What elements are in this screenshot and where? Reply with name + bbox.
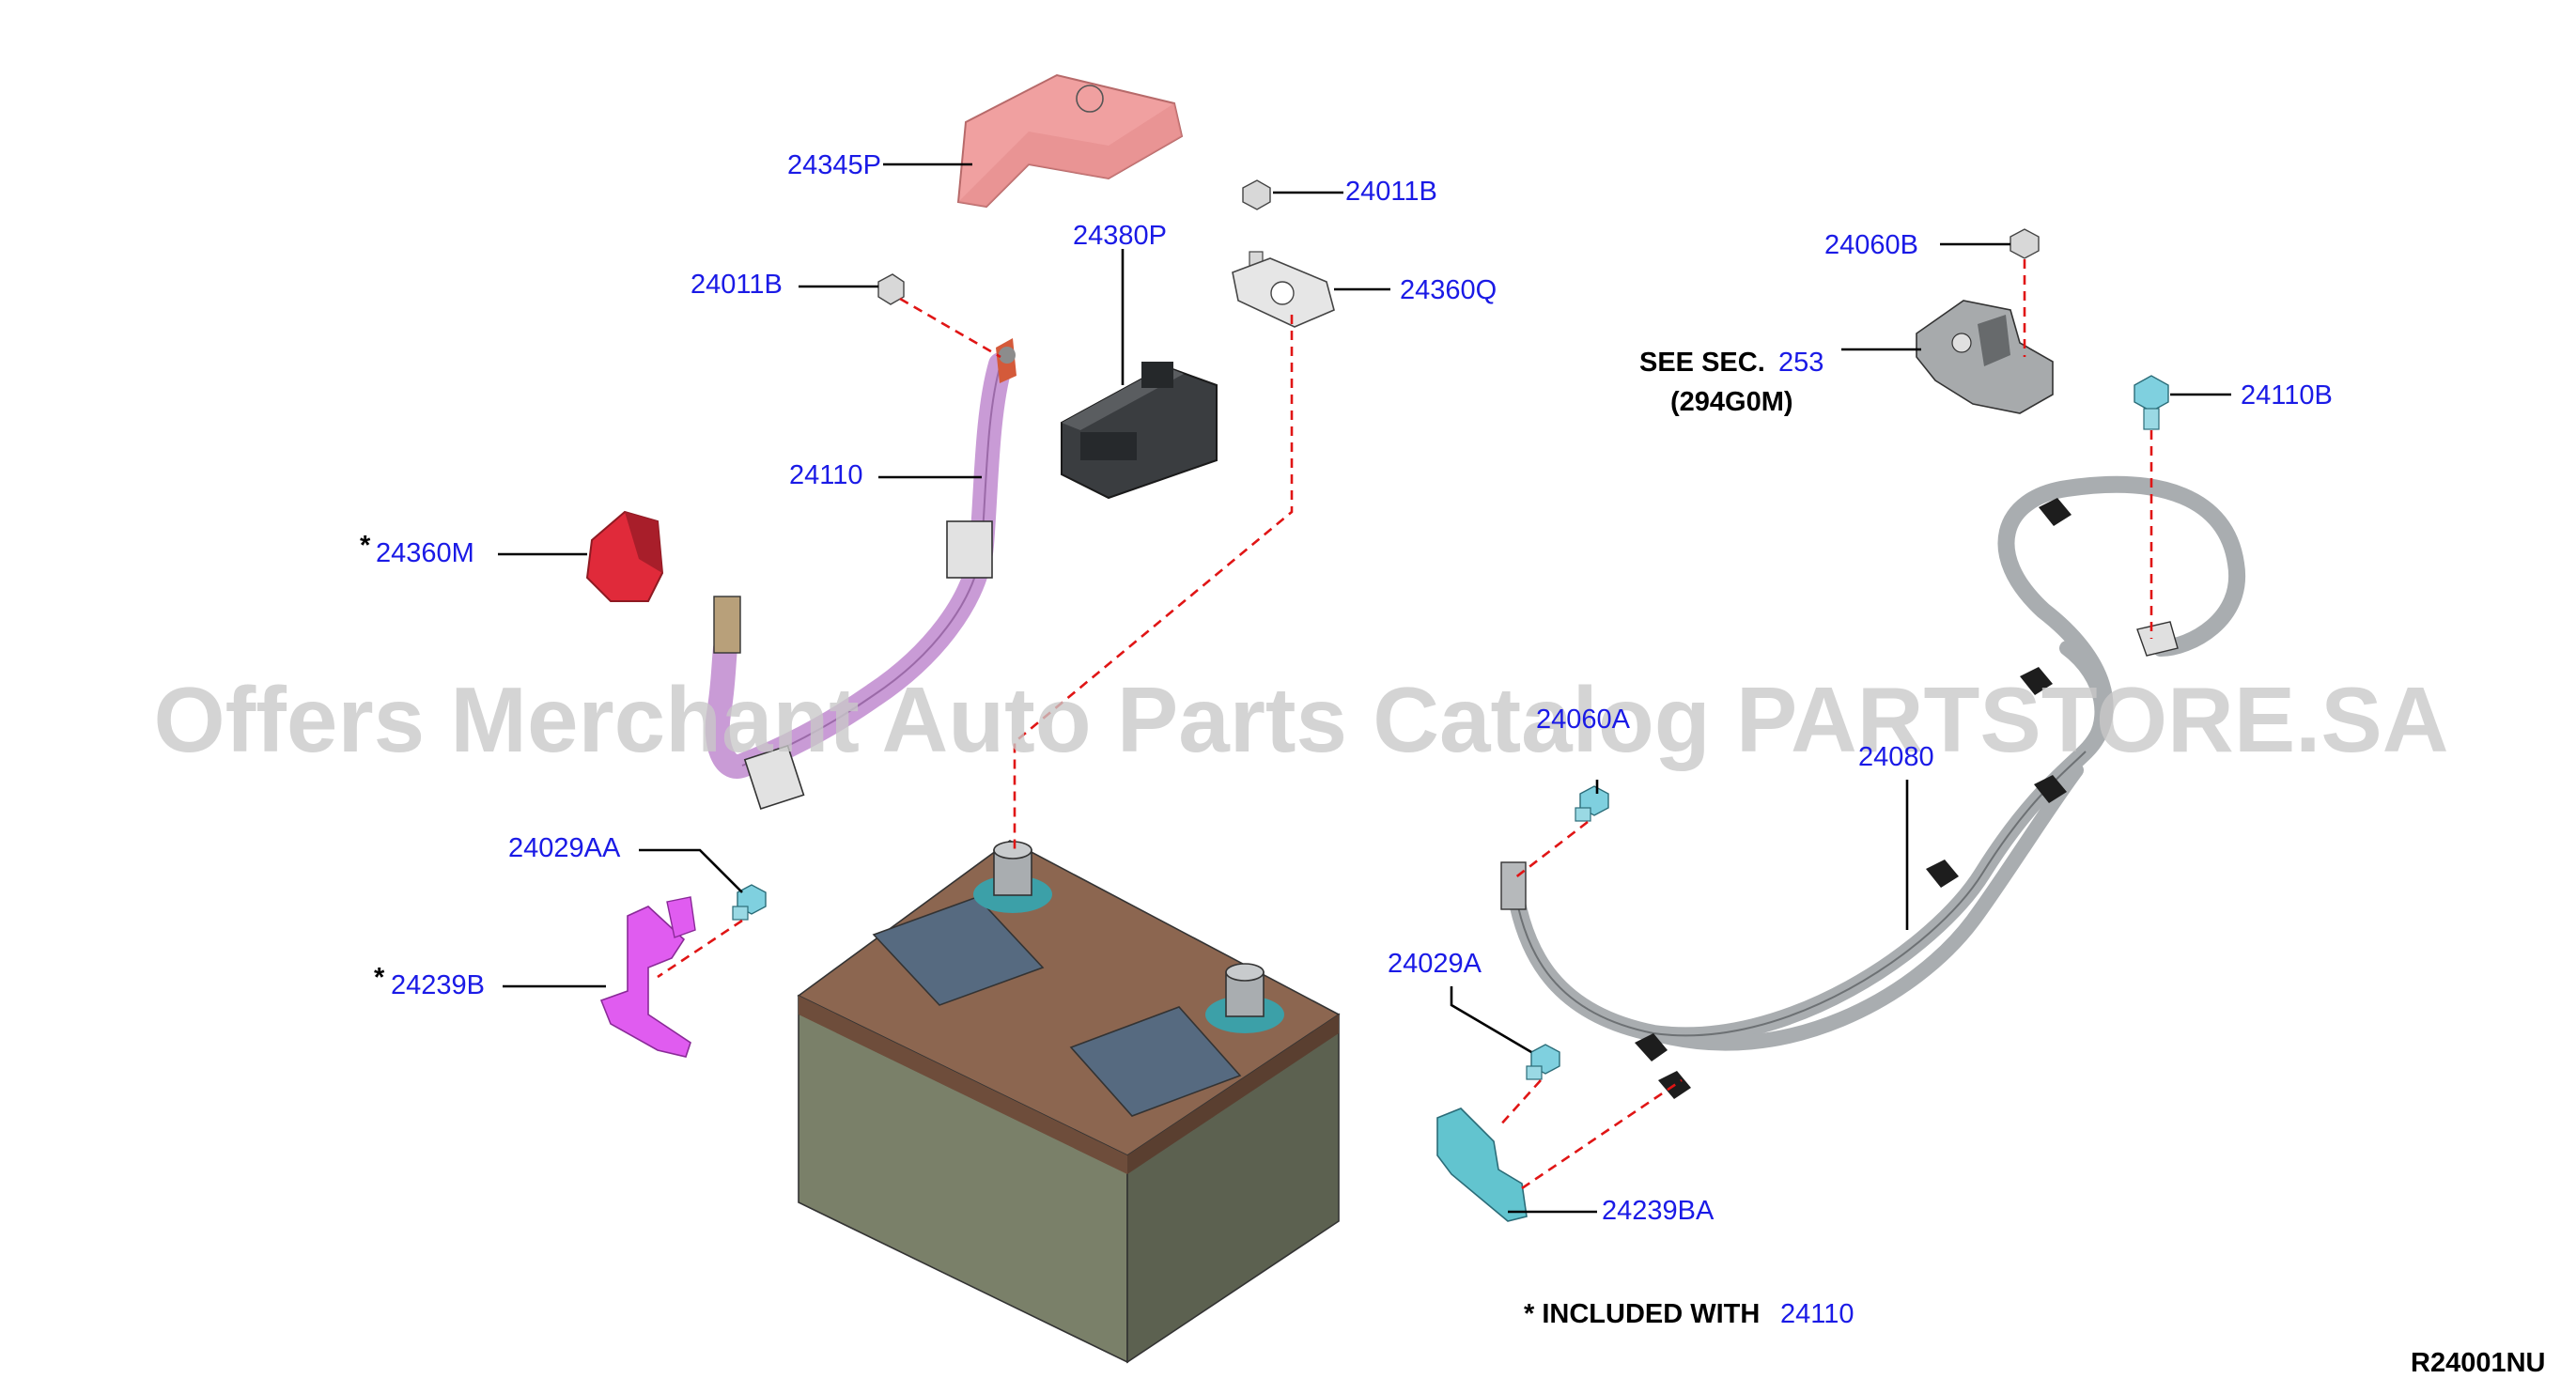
fuse-block[interactable] <box>1061 362 1218 500</box>
battery-sensor[interactable] <box>1916 300 2054 414</box>
bolt-24110B[interactable] <box>2134 375 2169 430</box>
terminal-cover[interactable] <box>956 73 1184 209</box>
callout-leaders <box>498 163 2231 1214</box>
terminal-24360Q[interactable] <box>1232 257 1335 328</box>
callout-24380P[interactable]: 24380P <box>1073 221 1167 251</box>
bolt-24029A[interactable] <box>1526 1044 1560 1080</box>
watermark: Offers Merchant Auto Parts Catalog PARTS… <box>153 668 2448 771</box>
nut-24011B-top[interactable] <box>1242 179 1271 271</box>
callout-section-253[interactable]: 253 <box>1778 348 1823 378</box>
ground-harness[interactable] <box>1500 475 2246 1099</box>
callout-24029A[interactable]: 24029A <box>1388 949 1482 979</box>
callout-24360Q[interactable]: 24360Q <box>1400 275 1497 305</box>
callout-24110-note[interactable]: 24110 <box>1780 1299 1854 1329</box>
asterisk-24360M: * <box>360 531 371 561</box>
nut-24011B-left[interactable] <box>877 273 905 305</box>
callout-24011B-left[interactable]: 24011B <box>691 270 783 300</box>
positive-battery-cable[interactable] <box>705 338 1016 811</box>
bracket-24239BA[interactable] <box>1436 1107 1528 1222</box>
callout-24360M[interactable]: 24360M <box>376 538 474 568</box>
nut-24060B[interactable] <box>2010 228 2040 259</box>
callout-24239B[interactable]: 24239B <box>391 970 485 1000</box>
section-code: (294G0M) <box>1670 387 1793 417</box>
callout-24110B[interactable]: 24110B <box>2241 380 2333 410</box>
bolt-24029AA[interactable] <box>732 884 767 921</box>
bracket-24239B[interactable] <box>599 896 696 1058</box>
callout-24060B[interactable]: 24060B <box>1824 230 1918 260</box>
callout-24060A[interactable]: 24060A <box>1536 705 1631 735</box>
diagram-reference: R24001NU <box>2411 1348 2545 1378</box>
callout-24239BA[interactable]: 24239BA <box>1602 1196 1715 1226</box>
callout-24029AA[interactable]: 24029AA <box>508 833 621 863</box>
callout-24110[interactable]: 24110 <box>789 460 863 490</box>
battery[interactable] <box>797 840 1341 1364</box>
assembly-leaders <box>657 259 2153 1190</box>
see-section-label: SEE SEC. <box>1639 348 1765 378</box>
asterisk-24239B: * <box>374 963 385 993</box>
terminal-clamp-red[interactable] <box>585 510 664 602</box>
callout-24080[interactable]: 24080 <box>1858 742 1934 772</box>
included-with-note: * INCLUDED WITH <box>1524 1299 1760 1329</box>
bolt-24060A[interactable] <box>1575 785 1609 822</box>
callout-24011B-top[interactable]: 24011B <box>1345 177 1437 207</box>
callout-24345P[interactable]: 24345P <box>787 150 881 180</box>
